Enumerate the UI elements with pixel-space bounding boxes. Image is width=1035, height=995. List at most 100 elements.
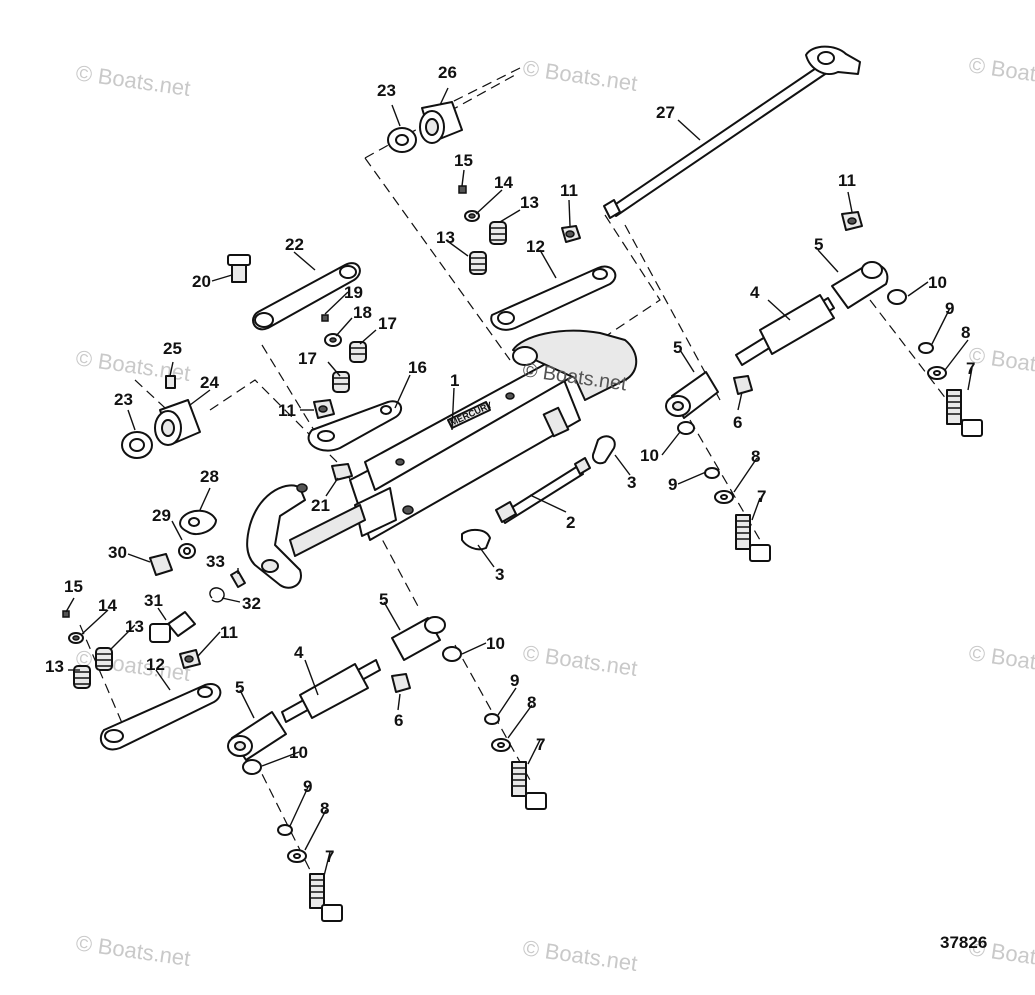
callout-12: 12 xyxy=(526,237,545,256)
screw-13-lower-b xyxy=(95,647,113,671)
callout-5: 5 xyxy=(673,338,682,357)
callout-16: 16 xyxy=(408,358,427,377)
callout-28: 28 xyxy=(200,467,219,486)
callout-12: 12 xyxy=(146,655,165,674)
callout-20: 20 xyxy=(192,272,211,291)
callout-23: 23 xyxy=(377,81,396,100)
watermark: © Boats.net xyxy=(74,930,192,971)
watermark: © Boats.net xyxy=(74,60,192,101)
callout-7: 7 xyxy=(757,487,766,506)
callout-25: 25 xyxy=(163,339,182,358)
fitting-3-left xyxy=(461,528,491,551)
bolt-31 xyxy=(149,611,196,643)
spacer-10-lower xyxy=(242,759,262,775)
watermark: © Boats.net xyxy=(521,935,639,976)
callout-5: 5 xyxy=(814,235,823,254)
callout-10: 10 xyxy=(640,446,659,465)
callout-7: 7 xyxy=(966,359,975,378)
callout-23: 23 xyxy=(114,390,133,409)
screw-13-lower-a xyxy=(73,665,91,689)
callout-10: 10 xyxy=(289,743,308,762)
tie-bar xyxy=(603,45,861,219)
callout-11: 11 xyxy=(838,171,856,190)
nut-6-lower xyxy=(391,673,411,693)
callout-8: 8 xyxy=(320,799,329,818)
callout-29: 29 xyxy=(152,506,171,525)
washer-14-top xyxy=(464,210,480,222)
hose-2 xyxy=(495,457,591,524)
callout-14: 14 xyxy=(494,173,513,192)
bushing-top xyxy=(419,101,463,144)
washer-8-mid xyxy=(714,490,734,504)
callout-13: 13 xyxy=(45,657,64,676)
callout-14: 14 xyxy=(98,596,117,615)
rod-end-5-right xyxy=(831,261,889,309)
piston-rod xyxy=(289,487,397,557)
rod-end-5-lower-mid xyxy=(391,616,446,661)
nut-6-mid xyxy=(733,375,753,395)
fitting-15-top xyxy=(458,185,467,194)
nut-21 xyxy=(331,463,353,481)
callout-18: 18 xyxy=(353,303,372,322)
washer-23-left xyxy=(121,431,153,459)
washer-18 xyxy=(324,333,342,347)
callout-9: 9 xyxy=(945,299,954,318)
screw-17-b xyxy=(332,371,350,393)
callout-13: 13 xyxy=(125,617,144,636)
callout-17: 17 xyxy=(298,349,317,368)
callout-26: 26 xyxy=(438,63,457,82)
fitting-3-right xyxy=(592,435,616,465)
callout-8: 8 xyxy=(751,447,760,466)
watermark: © Boats.net xyxy=(967,52,1035,93)
washer-8-lower-mid xyxy=(491,738,511,752)
watermark: © Boats.net xyxy=(521,640,639,681)
callout-4: 4 xyxy=(750,283,760,302)
watermark: © Boats.net xyxy=(521,55,639,96)
collar-24 xyxy=(154,399,201,446)
spacer-10-mid xyxy=(677,421,695,435)
callout-5: 5 xyxy=(379,590,388,609)
watermark: © Boats.net xyxy=(967,640,1035,681)
callout-11: 11 xyxy=(220,623,238,642)
callout-6: 6 xyxy=(733,413,742,432)
watermark: © Boats.net xyxy=(74,645,192,686)
callout-4: 4 xyxy=(294,643,304,662)
plate-28 xyxy=(179,509,217,536)
washer-top xyxy=(387,127,417,153)
bracket-top xyxy=(490,265,617,331)
callout-3: 3 xyxy=(627,473,636,492)
screw-13-top-a xyxy=(469,251,487,275)
callout-21: 21 xyxy=(311,496,330,515)
screw-17-a xyxy=(349,341,367,363)
callout-22: 22 xyxy=(285,235,304,254)
callout-32: 32 xyxy=(242,594,261,613)
callout-15: 15 xyxy=(454,151,473,170)
tie-rod-lower xyxy=(281,659,381,723)
callout-8: 8 xyxy=(961,323,970,342)
leader-lines xyxy=(65,87,973,877)
yoke xyxy=(246,483,308,589)
nut-30 xyxy=(149,553,173,576)
spacer-10-right xyxy=(887,289,907,305)
callout-6: 6 xyxy=(394,711,403,730)
callouts: 1 2 3 3 4 4 5 5 5 5 6 6 7 7 7 7 8 8 8 8 … xyxy=(45,63,975,866)
bolt-7-lower-mid xyxy=(511,761,547,810)
cylinder-body: MERCURY xyxy=(349,329,638,541)
bolt-20 xyxy=(227,254,251,283)
pin-33 xyxy=(230,569,246,589)
callout-7: 7 xyxy=(536,735,545,754)
fitting-19 xyxy=(321,314,329,322)
clip-32 xyxy=(209,587,225,603)
nut-11-right xyxy=(841,211,863,231)
callout-33: 33 xyxy=(206,552,225,571)
plate-16 xyxy=(307,400,403,452)
nut-11-mid xyxy=(313,399,335,419)
washer-29 xyxy=(178,543,196,559)
bolt-7-right xyxy=(946,389,983,437)
callout-17: 17 xyxy=(378,314,397,333)
callout-13: 13 xyxy=(436,228,455,247)
callout-3: 3 xyxy=(495,565,504,584)
callout-27: 27 xyxy=(656,103,675,122)
bolt-7-mid xyxy=(735,514,771,562)
